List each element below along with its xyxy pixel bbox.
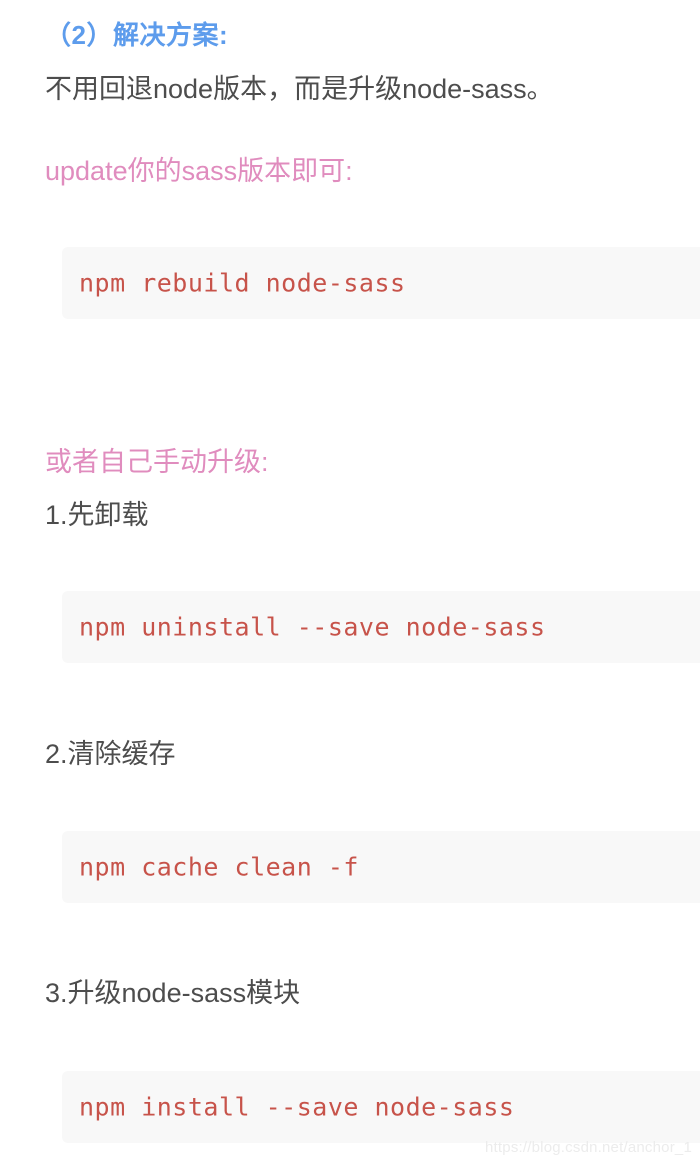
code-text: npm install --save node-sass [79, 1092, 515, 1122]
code-block-rebuild[interactable]: npm rebuild node-sass [62, 247, 700, 319]
subheading-manual-upgrade: 或者自己手动升级: [45, 447, 269, 477]
step-1-label: 1.先卸载 [45, 500, 149, 530]
code-block-uninstall[interactable]: npm uninstall --save node-sass [62, 591, 700, 663]
watermark: https://blog.csdn.net/anchor_1 [485, 1139, 692, 1156]
paragraph-solution-summary: 不用回退node版本，而是升级node-sass。 [45, 74, 554, 104]
code-text: npm rebuild node-sass [79, 268, 406, 298]
subheading-update-sass: update你的sass版本即可: [45, 156, 353, 186]
code-text: npm uninstall --save node-sass [79, 612, 546, 642]
section-heading: （2）解决方案: [45, 20, 229, 50]
code-text: npm cache clean -f [79, 852, 359, 882]
step-3-label: 3.升级node-sass模块 [45, 978, 301, 1008]
code-block-install[interactable]: npm install --save node-sass [62, 1071, 700, 1143]
code-block-cache-clean[interactable]: npm cache clean -f [62, 831, 700, 903]
step-2-label: 2.清除缓存 [45, 739, 176, 769]
